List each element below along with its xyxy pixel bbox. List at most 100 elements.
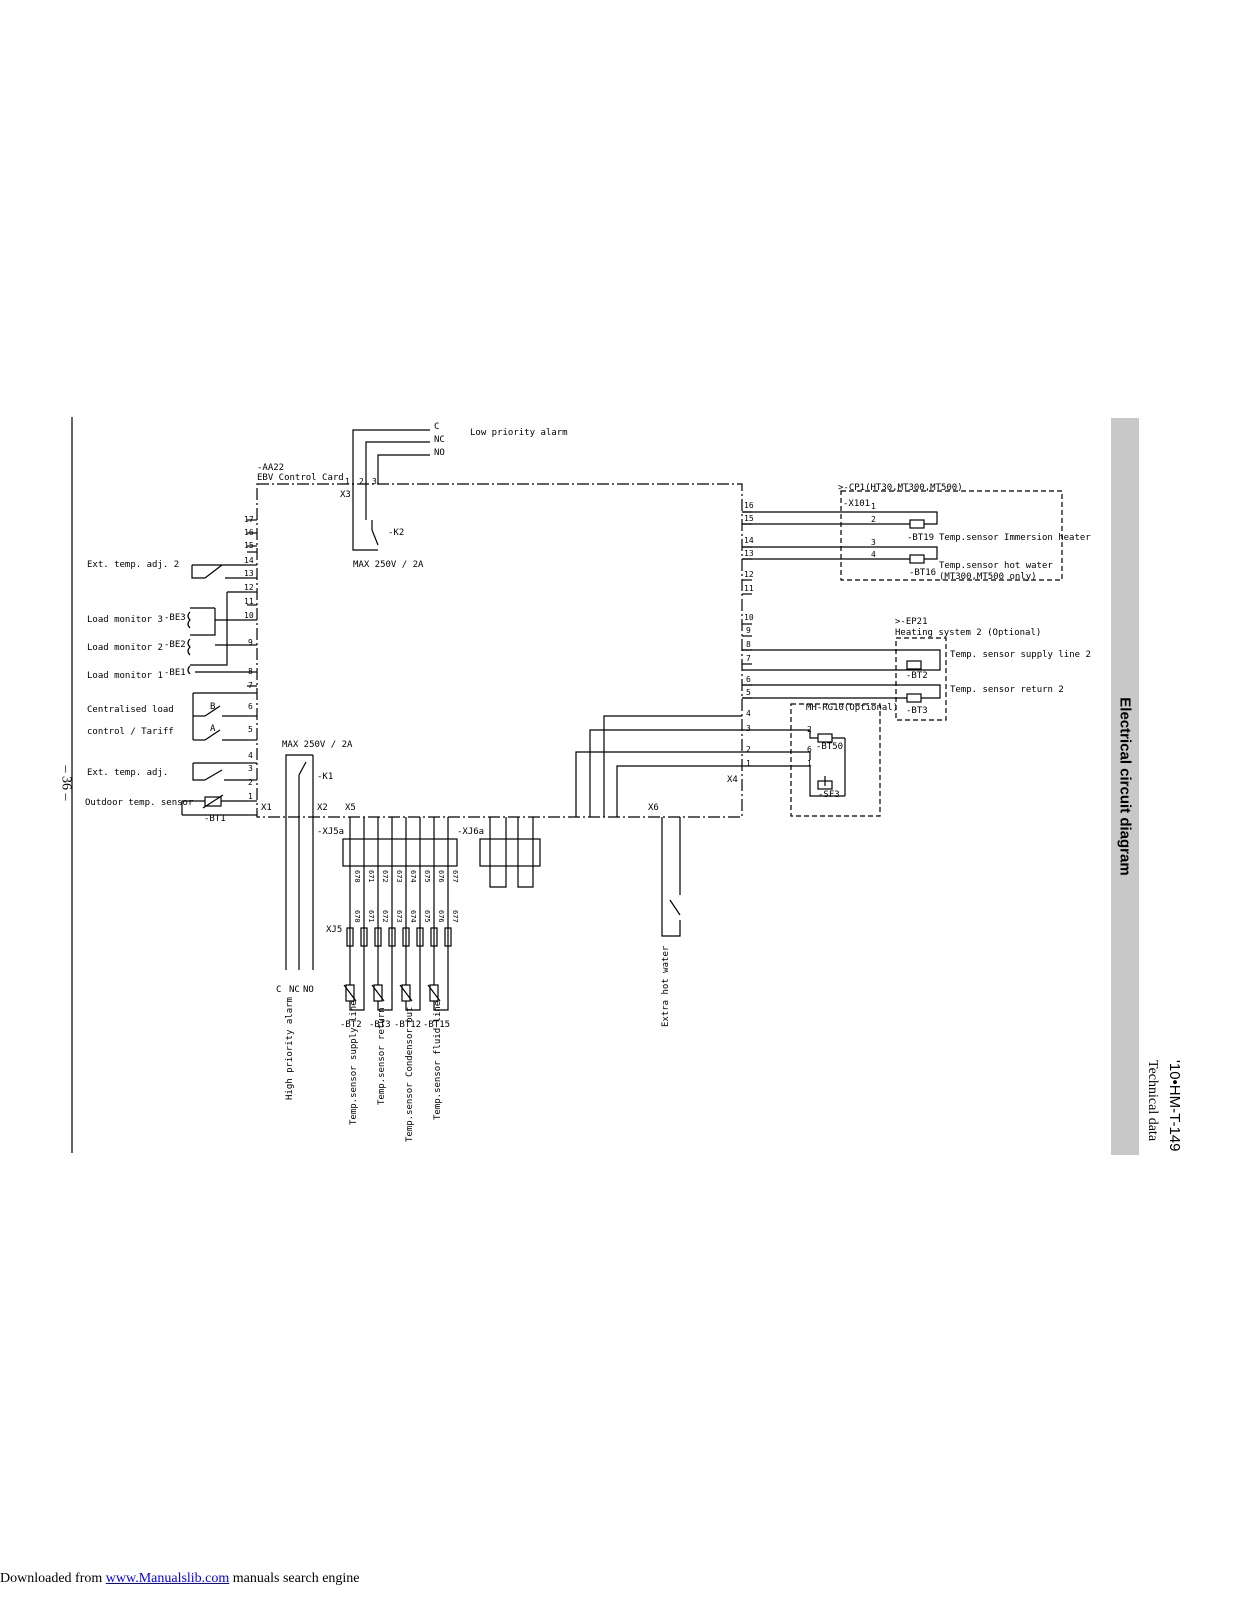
document-code: '10•HM-T-149 — [1165, 1060, 1185, 1160]
right-terminal-11: 11 — [744, 584, 754, 593]
left-terminal-10: 10 — [244, 611, 254, 620]
x101-terminal-1: 1 — [871, 502, 876, 511]
wire-code-top: 677 — [451, 870, 459, 883]
wire-code-top: 672 — [381, 870, 389, 883]
ep21-bt2-label: Temp. sensor supply line 2 — [950, 650, 1091, 660]
high-alarm-nc: NC — [289, 985, 300, 995]
wire-code-bottom: 677 — [451, 910, 459, 923]
terminal-xj5a: -XJ5a — [317, 827, 344, 837]
manualslib-link[interactable]: www.Manualslib.com — [105, 1571, 230, 1586]
rg10-title: MH-RG10(Optional) — [806, 703, 898, 713]
tariff-a: A — [210, 724, 216, 734]
terminal-x4: X4 — [727, 775, 738, 785]
terminal-x1: X1 — [261, 803, 272, 813]
left-terminal-17: 17 — [244, 515, 254, 524]
right-terminal-16: 16 — [744, 501, 754, 510]
rg10-sf3: -SF3 — [818, 790, 840, 800]
wire-code-top: 675 — [423, 870, 431, 883]
cp1-bt19: -BT19 — [907, 533, 934, 543]
low-alarm-nc: NC — [434, 435, 445, 445]
section-subtitle: Technical data — [1142, 1060, 1162, 1160]
be3-ref: -BE3 — [164, 613, 186, 623]
tariff-label-line-1: Centralised load — [87, 705, 174, 715]
bottom-sensor-ref-4: -BT15 — [423, 1020, 450, 1030]
page-number: – 36 – — [48, 766, 83, 801]
load-monitor-3-label: Load monitor 3 — [87, 615, 163, 625]
left-terminal-1: 1 — [248, 792, 253, 801]
left-terminal-12: 12 — [244, 583, 254, 592]
left-terminal-4: 4 — [248, 751, 253, 760]
wire-code-top: 670 — [353, 870, 361, 883]
terminal-x5: X5 — [345, 803, 356, 813]
terminal-numbers: 17 16 15 14 13 12 11 10 9 8 7 6 5 4 3 2 … — [244, 477, 876, 801]
relay-k1: -K1 — [317, 772, 333, 782]
page-section-title: Electrical circuit diagram — [1111, 418, 1139, 1155]
high-alarm-rating: MAX 250V / 2A — [282, 740, 353, 750]
ep21-subtitle: Heating system 2 (Optional) — [895, 628, 1041, 638]
side-bar — [1111, 418, 1139, 1155]
wire-code-top: 673 — [395, 870, 403, 883]
x101-terminal-4: 4 — [871, 550, 876, 559]
document-code-text: '10•HM-T-149 — [1166, 1060, 1183, 1152]
terminal-xj6a: -XJ6a — [457, 827, 484, 837]
right-terminal-13: 13 — [744, 549, 754, 558]
wire-code-bottom: 675 — [423, 910, 431, 923]
right-terminal-2: 2 — [746, 745, 751, 754]
wire-code-bottom: 673 — [395, 910, 403, 923]
right-terminal-7: 7 — [746, 654, 751, 663]
bottom-sensor-label-2: Temp.sensor return — [377, 1007, 387, 1105]
right-terminal-4: 4 — [746, 709, 751, 718]
bottom-sensor-ref-2: -BT3 — [369, 1020, 391, 1030]
cp1-bt19-label: Temp.sensor Immersion heater — [939, 533, 1091, 543]
left-terminal-2: 2 — [248, 778, 253, 787]
bottom-sensor-label-1: Temp.sensor supply line — [349, 1000, 359, 1125]
terminal-xj5: XJ5 — [326, 925, 342, 935]
tariff-b: B — [210, 702, 215, 712]
footer-suffix: manuals search engine — [232, 1571, 360, 1586]
rg10-terminal-1: 1 — [807, 759, 812, 768]
left-terminal-5: 5 — [248, 725, 253, 734]
terminal-x6: X6 — [648, 803, 659, 813]
left-terminal-9: 9 — [248, 638, 253, 647]
x3-terminal-3: 3 — [372, 477, 377, 486]
card-ref: -AA22 — [257, 463, 284, 473]
tariff-label-line-2: control / Tariff — [87, 727, 174, 737]
high-alarm-label: High priority alarm — [285, 997, 295, 1100]
terminal-x2: X2 — [317, 803, 328, 813]
wire-code-bottom: 671 — [367, 910, 375, 923]
high-alarm-no: NO — [303, 985, 314, 995]
wire-code-top: 676 — [437, 870, 445, 883]
card-name: EBV Control Card — [257, 473, 344, 483]
wire-code-bottom: 676 — [437, 910, 445, 923]
left-terminal-15: 15 — [244, 541, 254, 550]
right-terminal-12: 12 — [744, 570, 754, 579]
outdoor-sensor-label: Outdoor temp. sensor — [85, 798, 194, 808]
ep21-title: >-EP21 — [895, 617, 928, 627]
left-terminal-14: 14 — [244, 556, 254, 565]
low-alarm-label: Low priority alarm — [470, 428, 568, 438]
high-alarm-c: C — [276, 985, 281, 995]
wire-code-top: 671 — [367, 870, 375, 883]
rg10-bt50: -BT50 — [816, 742, 843, 752]
load-monitor-1-label: Load monitor 1 — [87, 671, 163, 681]
wire-code-bottom: 672 — [381, 910, 389, 923]
right-terminal-15: 15 — [744, 514, 754, 523]
ext-temp-adj-2-label: Ext. temp. adj. 2 — [87, 560, 179, 570]
bottom-sensor-label-3: Temp.sensor Condensor out — [405, 1007, 415, 1142]
bottom-sensor-ref-1: -BT2 — [340, 1020, 362, 1030]
wire-code-bottom: 674 — [409, 910, 417, 923]
bottom-sensor-label-4: Temp.sensor fluid line — [433, 1001, 443, 1120]
be2-ref: -BE2 — [164, 640, 186, 650]
low-alarm-rating: MAX 250V / 2A — [353, 560, 424, 570]
footer: Downloaded from www.Manualslib.com manua… — [0, 1571, 360, 1587]
x101-terminal-3: 3 — [871, 538, 876, 547]
page-number-text: – 36 – — [58, 765, 74, 801]
bottom-sensor-ref-3: -BT12 — [394, 1020, 421, 1030]
extra-hot-water-label: Extra hot water — [661, 945, 671, 1027]
right-terminal-9: 9 — [746, 626, 751, 635]
section-title-text: Electrical circuit diagram — [1116, 697, 1134, 876]
ep21-bt3-label: Temp. sensor return 2 — [950, 685, 1064, 695]
relay-k2: -K2 — [388, 528, 404, 538]
load-monitor-2-label: Load monitor 2 — [87, 643, 163, 653]
